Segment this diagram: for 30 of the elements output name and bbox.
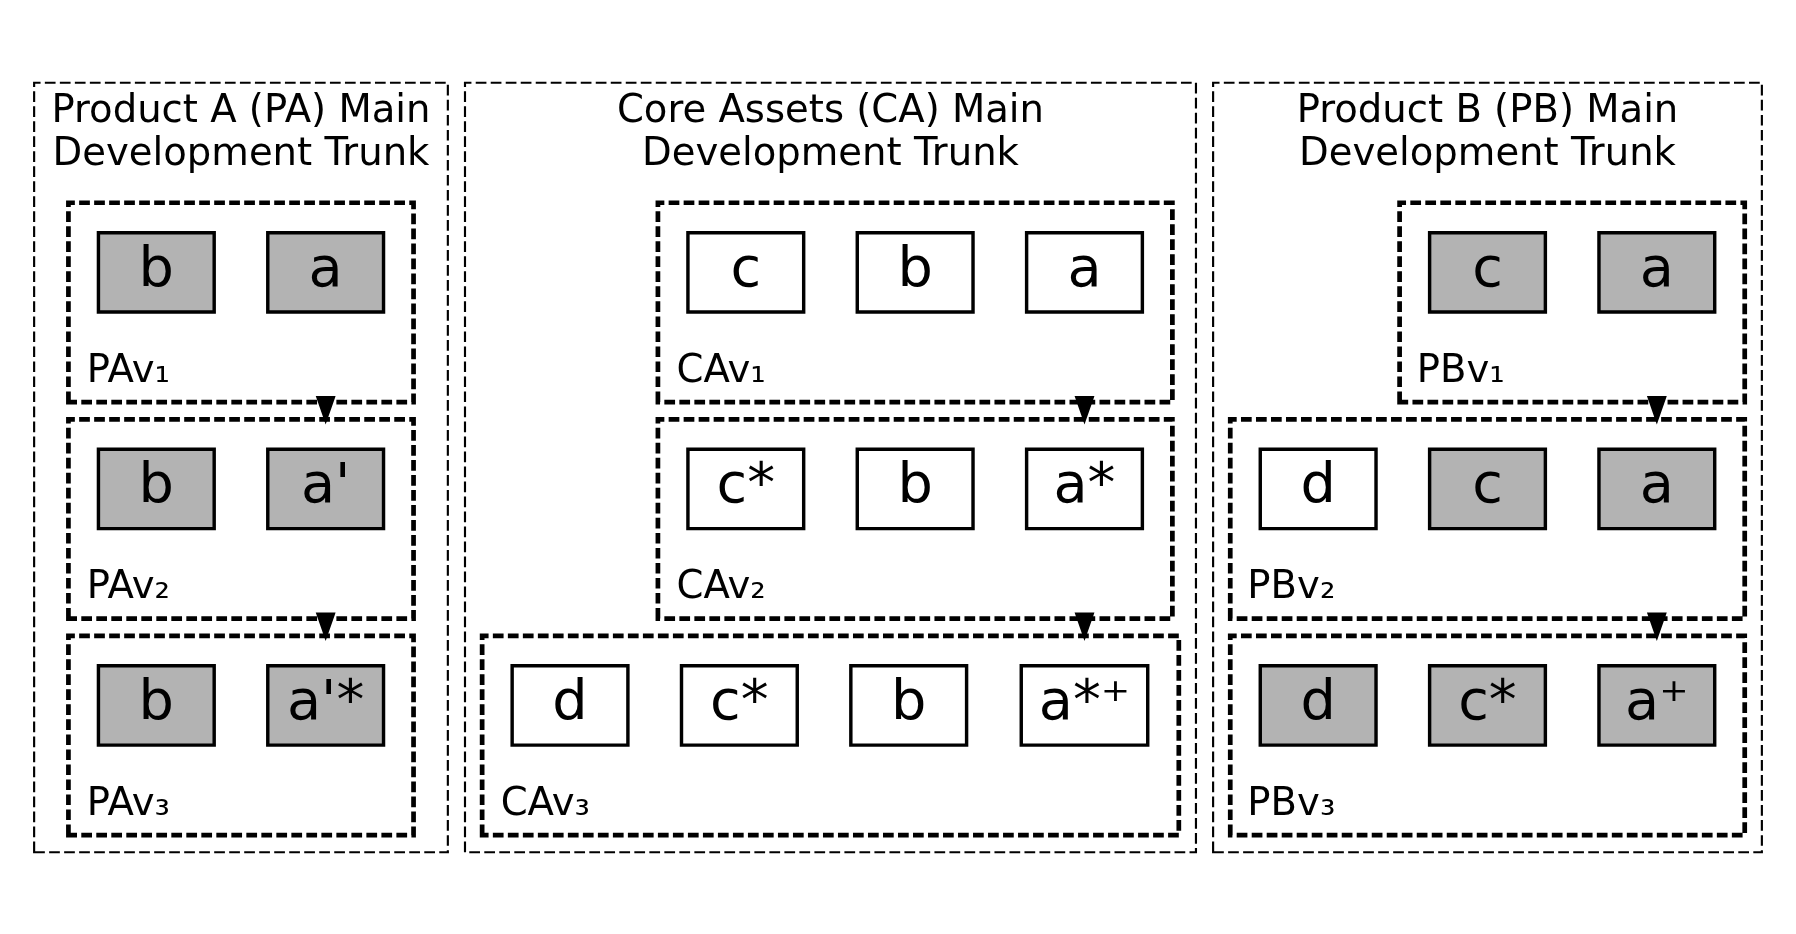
node-box: c* — [686, 447, 806, 530]
node-box: c — [1427, 230, 1548, 314]
node-box: a — [1597, 230, 1717, 314]
node-box: b — [96, 230, 216, 314]
node-box: a* — [1024, 447, 1145, 530]
arrow — [1646, 395, 1667, 424]
node-box: a' — [266, 447, 386, 530]
node-box: d — [1258, 663, 1378, 747]
node-box: c — [686, 230, 806, 314]
node-box: a*⁺ — [1019, 663, 1150, 747]
node-box: a — [1597, 447, 1717, 530]
node-box: a⁺ — [1597, 663, 1717, 747]
arrow — [1074, 612, 1095, 641]
node-box: d — [510, 663, 630, 747]
node-box: a — [266, 230, 386, 314]
node-box: a — [1024, 230, 1145, 314]
node-box: b — [855, 230, 975, 314]
arrow — [315, 395, 336, 424]
node-box: b — [96, 663, 216, 747]
node-box: c — [1427, 447, 1548, 530]
node-box: c* — [1427, 663, 1548, 747]
node-box: b — [849, 663, 969, 747]
arrow — [315, 612, 336, 641]
node-box: b — [96, 447, 216, 530]
node-box: b — [855, 447, 975, 530]
node-box: d — [1258, 447, 1378, 530]
node-box: c* — [679, 663, 799, 747]
arrow — [1646, 612, 1667, 641]
arrow — [1074, 395, 1095, 424]
node-box: a'* — [266, 663, 386, 747]
